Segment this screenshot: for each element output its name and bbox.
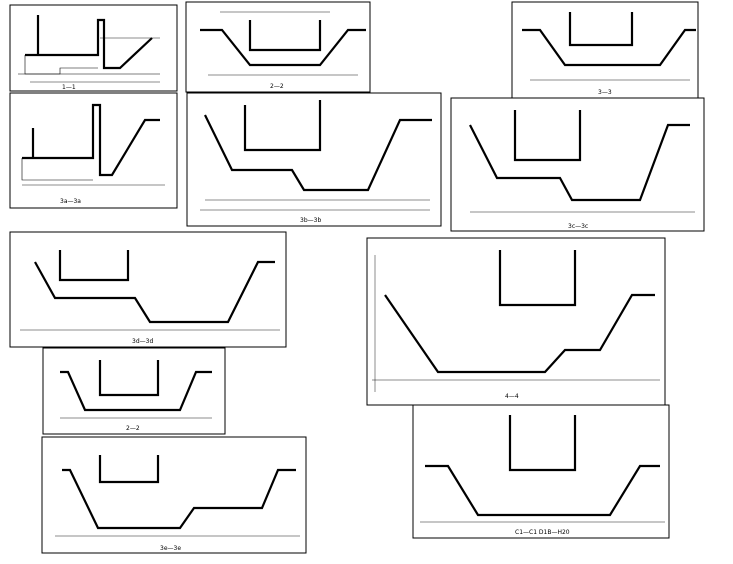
section-panel-3-3: 3—3 — [511, 1, 699, 99]
section-panel-c1-c1: C1—C1 D1B—H20 — [412, 404, 670, 539]
channel-profile — [62, 468, 296, 530]
section-title: 3c—3c — [568, 223, 588, 230]
section-title: 1—1 — [62, 84, 76, 91]
channel-profile — [384, 293, 655, 374]
section-panel-3d-3d: 3d—3d — [9, 231, 287, 348]
inner-walls — [508, 415, 577, 472]
panel-frame — [9, 231, 287, 348]
panel-frame — [42, 347, 226, 435]
section-panel-3e-3e: 3e—3e — [41, 436, 307, 554]
section-panel-4-4: 4—4 — [366, 237, 666, 406]
section-title: 3d—3d — [132, 338, 153, 345]
section-panel-3c-3c: 3c—3c — [450, 97, 705, 232]
channel-profile — [60, 370, 212, 412]
inner-walls — [98, 455, 160, 484]
section-panel-3b-3b: 3b—3b — [186, 92, 442, 227]
channel-profile — [25, 18, 153, 70]
channel-profile — [425, 464, 660, 517]
section-panel-2-2-b: 2—2 — [42, 347, 226, 435]
inner-walls — [498, 250, 577, 307]
section-title: 3e—3e — [160, 545, 181, 552]
footing-outline — [21, 158, 93, 181]
section-panel-3a-3a: 3a—3a — [9, 92, 178, 209]
panel-frame — [185, 1, 371, 93]
section-title: 3b—3b — [300, 217, 321, 224]
channel-profile — [522, 28, 696, 67]
inner-walls — [248, 20, 322, 52]
panel-frame — [186, 92, 442, 227]
panel-frame — [9, 92, 178, 209]
channel-profile — [34, 260, 275, 324]
section-panel-2-2: 2—2 — [185, 1, 371, 93]
section-title: 4—4 — [505, 393, 519, 400]
channel-profile — [22, 103, 160, 177]
channel-profile — [200, 28, 366, 67]
section-title: 3a—3a — [60, 198, 81, 205]
channel-profile — [469, 123, 690, 202]
channel-profile — [204, 114, 432, 192]
inner-walls — [513, 110, 582, 162]
inner-walls — [243, 100, 322, 152]
inner-walls — [58, 250, 130, 282]
section-title: 2—2 — [126, 425, 140, 432]
section-panel-1-1: 1—1 — [9, 4, 178, 92]
section-title: 2—2 — [270, 83, 284, 90]
panel-frame — [9, 4, 178, 92]
section-title: C1—C1 D1B—H20 — [515, 529, 570, 536]
section-title: 3—3 — [598, 89, 612, 96]
inner-walls — [98, 360, 160, 397]
inner-walls — [568, 12, 634, 47]
panel-frame — [412, 404, 670, 539]
panel-frame — [41, 436, 307, 554]
footing-outline — [24, 55, 98, 75]
panel-frame — [450, 97, 705, 232]
